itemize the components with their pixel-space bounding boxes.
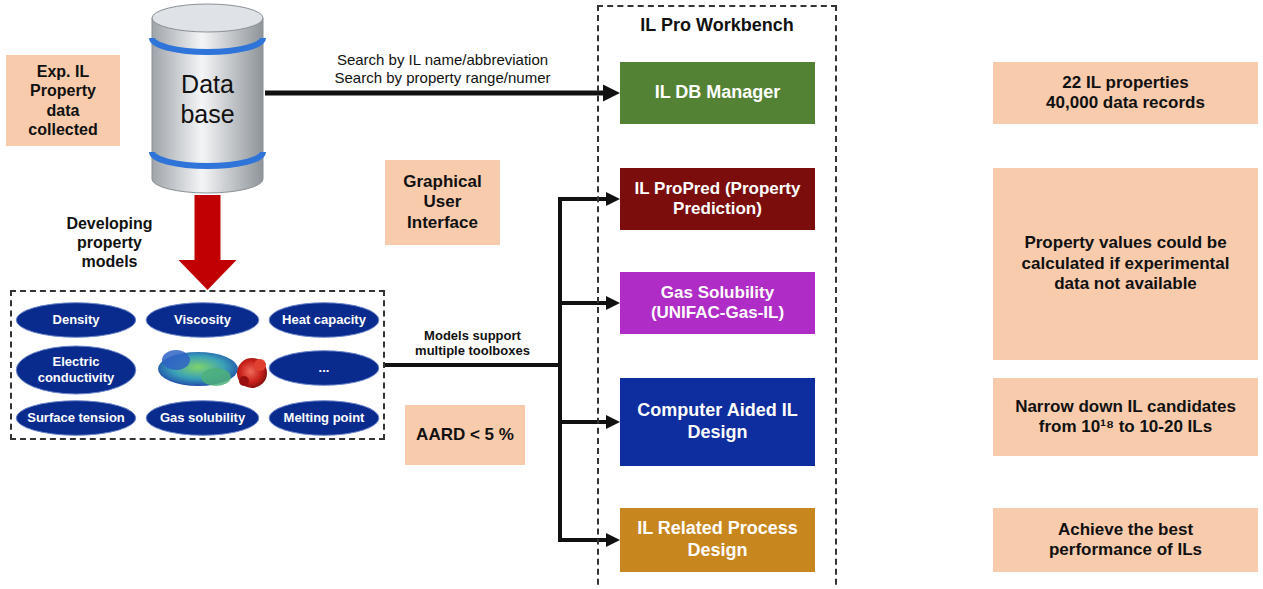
arrow-head — [603, 85, 620, 102]
anion-atom — [239, 376, 249, 386]
edge-label: Search by IL name/abbreviation Search by… — [318, 51, 568, 87]
arrow-head — [606, 533, 620, 547]
tool-box: Gas Solubility (UNIFAC-Gas-IL) — [620, 272, 815, 334]
ellipse-shape — [16, 346, 136, 394]
node-label: Data base — [173, 69, 243, 129]
note-box: 22 IL properties 40,000 data records — [993, 62, 1258, 124]
tool-box: IL Related Process Design — [620, 508, 815, 572]
node-label: Viscosity — [174, 312, 231, 328]
node-label: IL DB Manager — [655, 82, 781, 104]
edge-label: Developing property models — [50, 214, 170, 272]
property-ellipse: Melting point — [268, 400, 380, 436]
node-label: Property values could be calculated if e… — [1010, 233, 1242, 294]
connector-group — [179, 195, 237, 290]
connector-group — [265, 85, 620, 102]
arrow-head — [606, 296, 620, 310]
node-label: Gas solubility — [160, 410, 245, 426]
node-label: Density — [53, 312, 100, 328]
cylinder-outline — [150, 2, 265, 195]
connector — [385, 365, 607, 540]
node-label: Narrow down IL candidates from 10¹⁸ to 1… — [1000, 397, 1252, 438]
property-ellipse: Viscosity — [145, 302, 260, 338]
note-box: Narrow down IL candidates from 10¹⁸ to 1… — [993, 378, 1258, 456]
cation-lobe — [162, 350, 190, 370]
node-label: Melting point — [284, 410, 365, 426]
node-label: Computer Aided IL Design — [626, 400, 809, 443]
ellipse-shape — [269, 401, 379, 436]
node-label: 22 IL properties 40,000 data records — [1038, 73, 1213, 114]
node-label: Electric conductivity — [22, 354, 130, 385]
cylinder-band — [152, 38, 263, 52]
node-label: AARD < 5 % — [416, 425, 514, 445]
anion-atom — [254, 359, 266, 371]
connector-group — [385, 296, 620, 365]
workbench-panel: IL Pro Workbench IL DB Manager IL ProPred … — [597, 5, 837, 589]
property-ellipse: Density — [15, 302, 137, 338]
node-label: Heat capacity — [282, 312, 366, 328]
note-box: Achieve the best performance of ILs — [993, 508, 1258, 572]
note-box: Exp. IL Property data collected — [6, 55, 120, 146]
database-icon: Data base — [150, 2, 265, 195]
ellipse-shape — [16, 401, 136, 436]
molecule-illustration — [158, 350, 267, 388]
ellipse-shape — [146, 303, 259, 338]
node-label: Graphical User Interface — [391, 172, 494, 233]
arrow-head — [179, 260, 237, 290]
ellipse-shape — [269, 351, 379, 386]
property-ellipse: Surface tension — [15, 400, 137, 436]
tool-box: IL ProPred (Property Prediction) — [620, 168, 815, 230]
arrow-head — [606, 192, 620, 206]
node-label: IL Related Process Design — [626, 518, 809, 561]
property-ellipse: Gas solubility — [145, 400, 260, 436]
connector — [385, 303, 607, 365]
ellipse-shape — [269, 303, 379, 338]
node-label: Gas Solubility (UNIFAC-Gas-IL) — [626, 283, 809, 324]
node-label: Achieve the best performance of ILs — [1038, 520, 1213, 561]
model-panel: Density Viscosity Heat capacityElectric co… — [10, 290, 385, 440]
node-label: Surface tension — [27, 410, 125, 426]
note-box: Property values could be calculated if e… — [993, 168, 1258, 360]
cylinder-band — [152, 152, 263, 166]
connector — [265, 91, 604, 96]
panel-title: IL Pro Workbench — [640, 15, 793, 37]
connector — [195, 195, 221, 261]
tool-box: IL DB Manager — [620, 62, 815, 124]
anion-surface — [237, 358, 267, 388]
note-box: Graphical User Interface — [385, 160, 500, 245]
node-label: IL ProPred (Property Prediction) — [626, 179, 809, 220]
connector-group — [385, 365, 620, 547]
node-label: Exp. IL Property data collected — [12, 62, 114, 139]
node-label: ... — [319, 360, 330, 376]
property-ellipse: Heat capacity — [268, 302, 380, 338]
cylinder-top — [152, 4, 263, 32]
ellipse-shape — [146, 401, 259, 436]
edge-label: Models support multiple toolboxes — [398, 328, 548, 359]
property-ellipse: Electric conductivity — [15, 345, 137, 395]
cation-lobe — [201, 368, 231, 386]
arrow-head — [606, 415, 620, 429]
ellipse-shape — [16, 303, 136, 338]
cylinder-body — [152, 18, 263, 193]
property-ellipse: ... — [268, 350, 380, 386]
note-box: AARD < 5 % — [405, 405, 525, 465]
tool-box: Computer Aided IL Design — [620, 378, 815, 466]
